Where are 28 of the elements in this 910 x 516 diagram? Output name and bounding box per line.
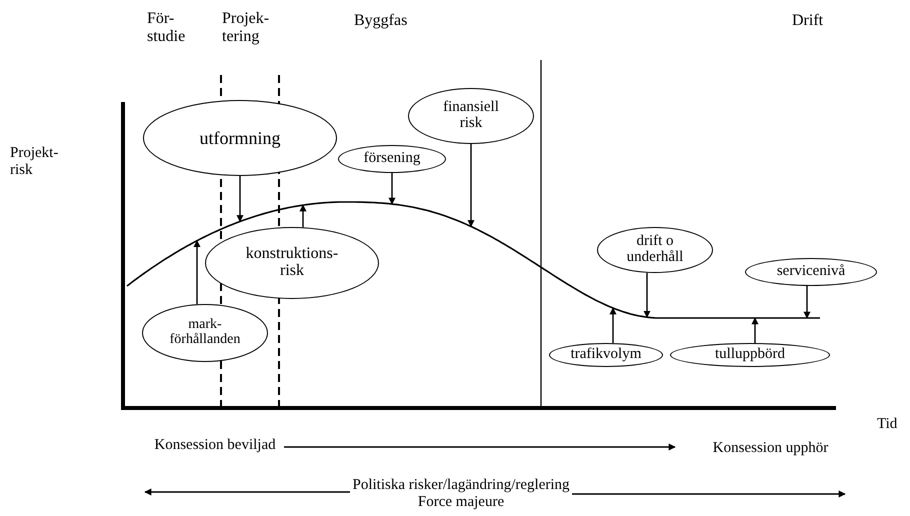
phase-label: Drift	[792, 12, 824, 30]
timeline-label: Konsession beviljad	[150, 437, 280, 454]
risk-ellipse: servicenivå	[745, 258, 877, 286]
risk-ellipse: finansiell risk	[408, 88, 534, 144]
risk-ellipse: trafikvolym	[549, 343, 663, 367]
arrow	[752, 317, 758, 344]
phase-label: Projek- tering	[222, 10, 270, 46]
arrow	[610, 307, 616, 344]
risk-ellipse: mark- förhållanden	[142, 304, 268, 362]
arrow	[644, 272, 650, 318]
arrow	[300, 204, 306, 228]
axis-label: Projekt- risk	[10, 145, 60, 178]
arrow	[804, 286, 810, 319]
arrow	[194, 240, 200, 304]
phase-label: Byggfas	[354, 12, 408, 30]
axis-label: Tid	[877, 416, 898, 432]
risk-ellipse: försening	[338, 145, 446, 173]
arrow	[388, 173, 396, 205]
arrow	[236, 176, 244, 222]
arrow	[284, 444, 676, 450]
arrow	[572, 490, 846, 498]
risk-ellipse: utformning	[143, 100, 337, 176]
risk-ellipse: tulluppbörd	[670, 343, 830, 367]
timeline-label: Konsession upphör	[683, 440, 858, 458]
arrow	[468, 144, 474, 228]
timeline-label: Politiska risker/lagändring/reglering Force majeure	[345, 477, 577, 512]
phase-label: För- studie	[147, 10, 186, 46]
arrow	[144, 488, 350, 496]
